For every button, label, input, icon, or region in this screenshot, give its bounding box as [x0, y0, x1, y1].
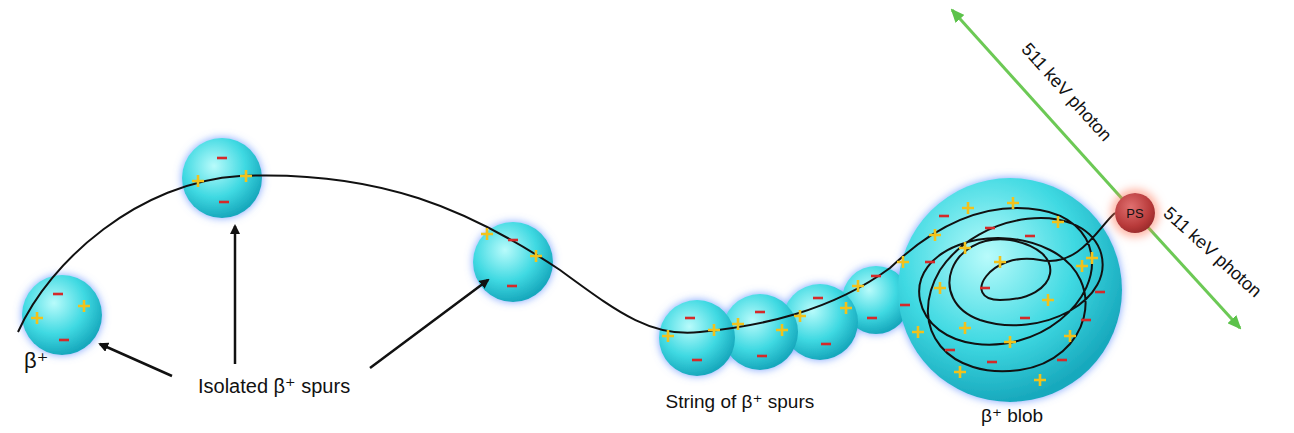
positron-track [18, 175, 1115, 371]
particle-label: β⁺ [24, 348, 48, 373]
photon-label: 511 keV photon [1159, 202, 1266, 301]
spur-spheres [22, 138, 1122, 402]
pointer-arrows [100, 226, 488, 376]
positronium-circle: PS [1115, 193, 1155, 233]
photon-label: 511 keV photon [1016, 39, 1115, 146]
annotation-label: String of β⁺ spurs [666, 391, 815, 413]
annotation-label: Isolated β⁺ spurs [198, 375, 350, 398]
charge-signs [31, 158, 1105, 386]
annotation-label: β⁺ blob [981, 405, 1043, 427]
node-text: PS [1126, 206, 1143, 221]
